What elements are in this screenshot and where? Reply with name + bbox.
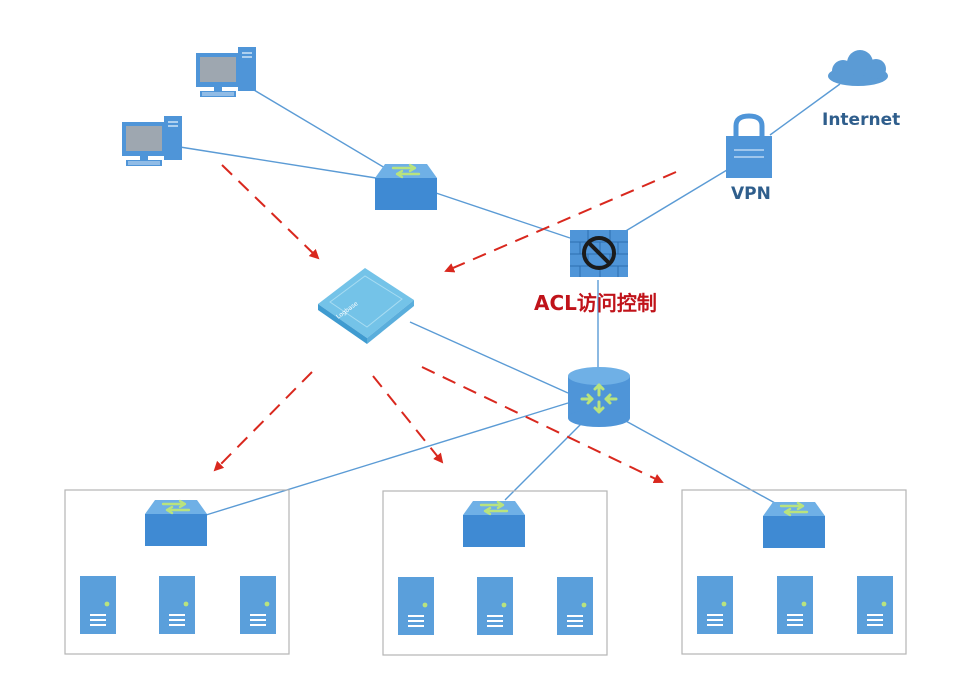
- link-core-switch-right: [623, 419, 776, 504]
- server-icon: [556, 576, 594, 636]
- acl-label: ACL访问控制: [534, 291, 657, 315]
- desktop-computer-icon: [121, 115, 183, 167]
- link-core-switch-mid: [504, 420, 585, 501]
- traffic-mirror-arrows: [213, 164, 677, 484]
- server-icon: [476, 576, 514, 636]
- arrow-pcs-to-appliance: [221, 164, 320, 260]
- link-vpn-internet: [769, 83, 841, 136]
- firewall-icon: [570, 230, 628, 277]
- padlock-icon: [726, 113, 772, 178]
- network-links: [179, 83, 841, 516]
- server-icon: [856, 575, 894, 635]
- cloud-icon: [828, 50, 888, 86]
- switch-icon: [461, 499, 527, 549]
- server-group-middle: [382, 490, 608, 656]
- link-appliance-core: [409, 321, 569, 394]
- prohibited-sign-icon: [582, 236, 616, 270]
- link-pc1-switch: [253, 89, 386, 169]
- switch-icon: [761, 500, 827, 550]
- internet-label: Internet: [822, 110, 901, 130]
- audit-appliance-icon: Logbase: [318, 268, 414, 344]
- desktop-computer-icon: [195, 46, 257, 98]
- arrow-appliance-to-group-left: [213, 371, 313, 472]
- server-icon: [239, 575, 277, 635]
- server-icon: [696, 575, 734, 635]
- link-switch-firewall: [435, 192, 571, 239]
- server-group-left: [64, 489, 290, 655]
- link-firewall-vpn: [623, 169, 728, 233]
- server-icon: [776, 575, 814, 635]
- server-icon: [79, 575, 117, 635]
- link-core-switch-left: [205, 402, 569, 516]
- switch-icon: [373, 162, 439, 212]
- arrow-appliance-to-group-mid: [372, 375, 444, 464]
- vpn-label: VPN: [731, 184, 771, 204]
- switch-icon: [143, 498, 209, 548]
- arrow-vpn-to-appliance: [444, 171, 677, 273]
- server-icon: [397, 576, 435, 636]
- server-icon: [158, 575, 196, 635]
- server-group-right: [681, 489, 907, 655]
- link-pc2-switch: [179, 146, 377, 179]
- core-router-icon: [568, 367, 630, 427]
